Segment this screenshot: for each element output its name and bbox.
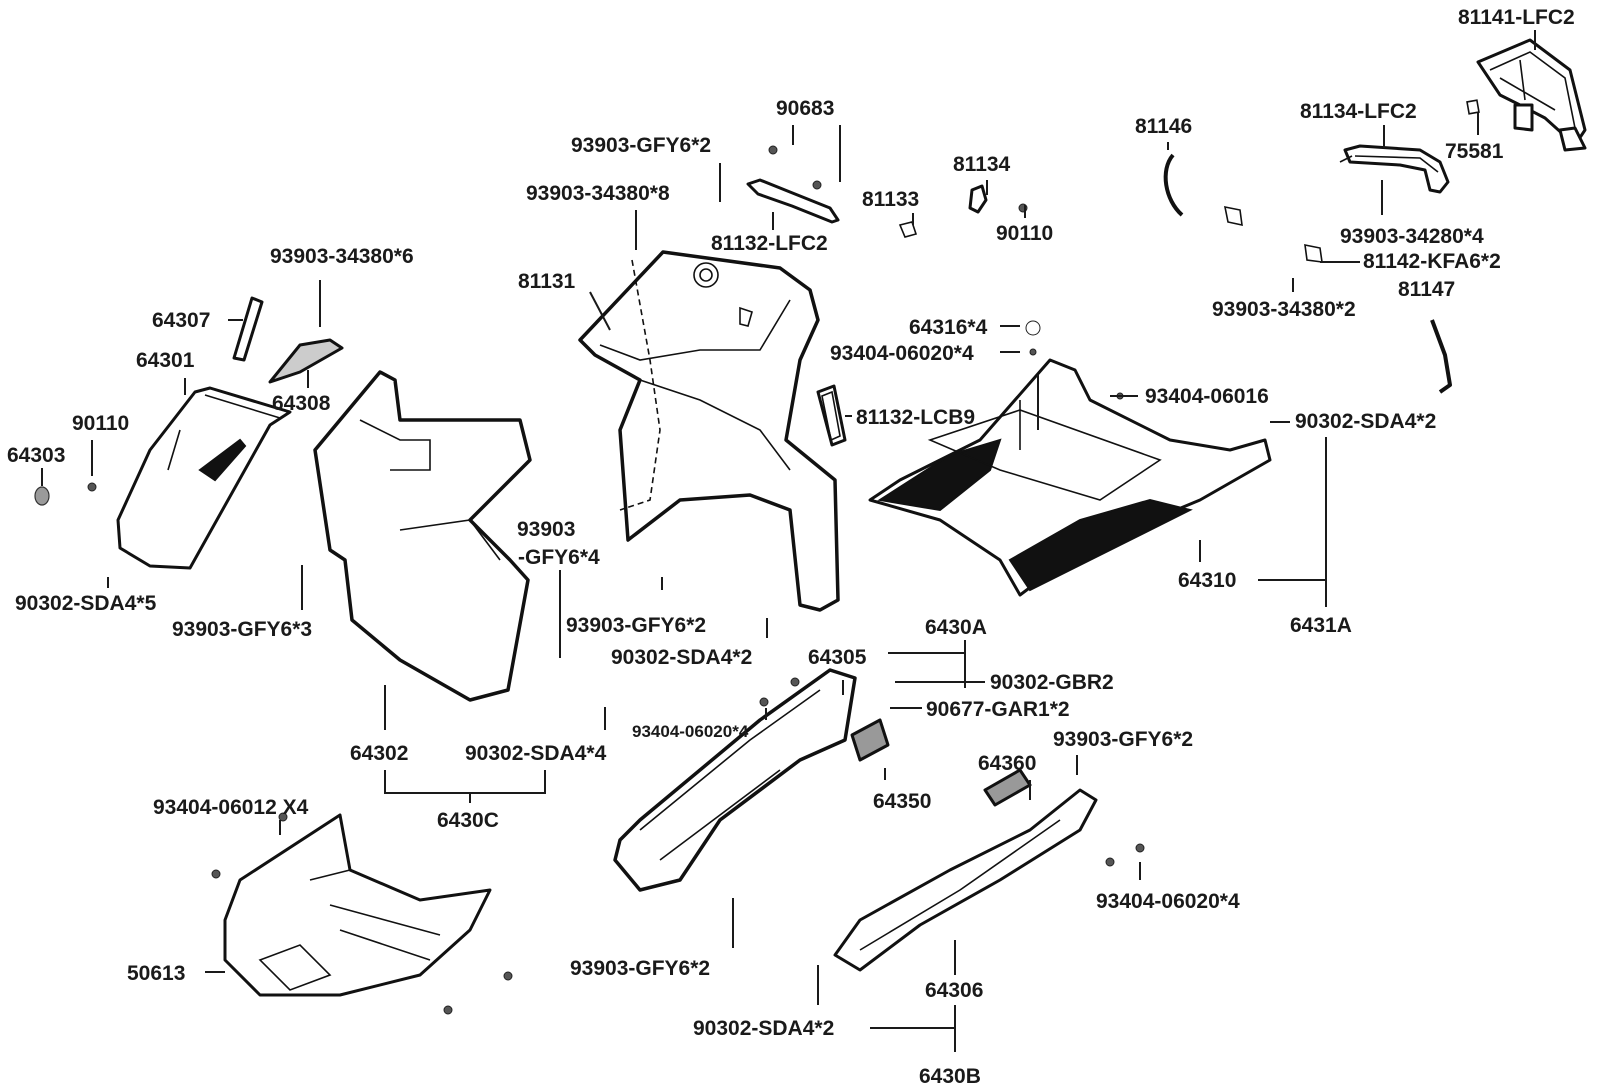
screw-icon: [443, 1005, 453, 1015]
label-93903-gfy6x2-right[interactable]: 93903-GFY6*2: [1053, 728, 1193, 751]
label-81142-kfa6x2[interactable]: 81142-KFA6*2: [1363, 250, 1501, 273]
label-6430b[interactable]: 6430B: [919, 1065, 981, 1088]
label-90302-sda4x4[interactable]: 90302-SDA4*4: [465, 742, 607, 765]
bracket-icon: [1223, 205, 1243, 227]
label-90302-sda4x2-right[interactable]: 90302-SDA4*2: [1295, 410, 1436, 433]
label-90110-top[interactable]: 90110: [996, 222, 1053, 245]
label-64310[interactable]: 64310: [1178, 569, 1236, 592]
screw-icon: [812, 180, 822, 190]
label-93404-06020x4-b[interactable]: 93404-06020*4: [1096, 890, 1240, 913]
label-93404-06020x4-a[interactable]: 93404-06020*4: [830, 342, 974, 365]
label-93903-gfy6x4-line2[interactable]: -GFY6*4: [518, 546, 600, 569]
label-6430c[interactable]: 6430C: [437, 809, 499, 832]
screw-icon: [87, 482, 97, 492]
part-81146-drawing: [1163, 153, 1184, 217]
part-75581-drawing: [1466, 99, 1480, 115]
label-64301[interactable]: 64301: [136, 349, 195, 372]
screw-icon: [1025, 320, 1041, 336]
part-labels: 81141-LFC2 75581 81134-LFC2 81146 93903-…: [7, 6, 1575, 1088]
label-81132-lcb9[interactable]: 81132-LCB9: [856, 406, 975, 429]
label-93404-06016[interactable]: 93404-06016: [1145, 385, 1269, 408]
screw-icon: [1029, 348, 1037, 356]
label-90110-left[interactable]: 90110: [72, 412, 129, 435]
part-64302-drawing: [313, 370, 532, 702]
label-90677-gar1x2[interactable]: 90677-GAR1*2: [926, 698, 1070, 721]
label-81134[interactable]: 81134: [953, 153, 1011, 176]
label-93903-gfy6x2-top[interactable]: 93903-GFY6*2: [571, 134, 711, 157]
screw-icon: [759, 697, 769, 707]
label-6430a[interactable]: 6430A: [925, 616, 987, 639]
leader-lines: [41, 30, 1536, 1052]
part-64307-drawing: [232, 296, 264, 362]
fastener-icons: [87, 145, 1145, 1015]
label-81134-lfc2[interactable]: 81134-LFC2: [1300, 100, 1417, 123]
label-93903-34380x2[interactable]: 93903-34380*2: [1212, 298, 1356, 321]
screw-icon: [768, 145, 778, 155]
part-64308-drawing: [268, 338, 344, 384]
label-64306[interactable]: 64306: [925, 979, 983, 1002]
part-64350-drawing: [850, 718, 890, 762]
part-81131-drawing: [578, 250, 840, 612]
label-81146[interactable]: 81146: [1135, 115, 1192, 138]
label-81141-lfc2[interactable]: 81141-LFC2: [1458, 6, 1575, 29]
label-90683[interactable]: 90683: [776, 97, 834, 120]
part-64303-drawing: [34, 486, 50, 506]
part-64301-drawing: [116, 386, 292, 570]
label-64360[interactable]: 64360: [978, 752, 1036, 775]
part-81133-drawing: [898, 221, 918, 238]
part-81132-lcb9-drawing: [816, 384, 847, 447]
label-64302[interactable]: 64302: [350, 742, 408, 765]
screw-icon: [1105, 857, 1115, 867]
screw-icon: [503, 971, 513, 981]
screw-icon: [278, 812, 288, 822]
label-93903-gfy6x2-mid[interactable]: 93903-GFY6*2: [566, 614, 706, 637]
part-50613-drawing: [223, 813, 492, 997]
label-90302-gbr2[interactable]: 90302-GBR2: [990, 671, 1114, 694]
label-90302-sda4x2-mid[interactable]: 90302-SDA4*2: [611, 646, 752, 669]
part-81147-drawing: [1430, 319, 1452, 394]
label-50613[interactable]: 50613: [127, 962, 185, 985]
label-64350[interactable]: 64350: [873, 790, 931, 813]
label-64307[interactable]: 64307: [152, 309, 210, 332]
part-81141-lfc2-drawing: [1476, 38, 1587, 152]
part-64310-drawing: [868, 358, 1272, 597]
label-90302-sda4x5[interactable]: 90302-SDA4*5: [15, 592, 157, 615]
label-64308[interactable]: 64308: [272, 392, 331, 415]
label-64303[interactable]: 64303: [7, 444, 65, 467]
part-64305-drawing: [613, 668, 857, 892]
label-81147[interactable]: 81147: [1398, 278, 1455, 301]
part-64360-drawing: [983, 768, 1032, 807]
label-64305[interactable]: 64305: [808, 646, 867, 669]
screw-icon: [1135, 843, 1145, 853]
label-93903-34380x8[interactable]: 93903-34380*8: [526, 182, 670, 205]
label-93903-34380x6[interactable]: 93903-34380*6: [270, 245, 414, 268]
label-93903-34280x4[interactable]: 93903-34280*4: [1340, 225, 1484, 248]
bracket-81142-icon: [1304, 243, 1323, 263]
part-81134-drawing: [968, 184, 988, 214]
label-90302-sda4x2-bottom[interactable]: 90302-SDA4*2: [693, 1017, 834, 1040]
label-64316x4[interactable]: 64316*4: [909, 316, 988, 339]
label-93903-gfy6x4-line1[interactable]: 93903: [517, 518, 575, 541]
screw-icon: [790, 677, 800, 687]
label-93903-gfy6x3[interactable]: 93903-GFY6*3: [172, 618, 312, 641]
part-64306-drawing: [833, 788, 1098, 972]
screw-icon: [211, 869, 221, 879]
label-75581[interactable]: 75581: [1445, 140, 1504, 163]
label-93903-gfy6x2-bottom[interactable]: 93903-GFY6*2: [570, 957, 710, 980]
part-81132-lfc2-drawing: [746, 178, 840, 224]
label-81133[interactable]: 81133: [862, 188, 919, 211]
label-6431a[interactable]: 6431A: [1290, 614, 1352, 637]
label-81132-lfc2[interactable]: 81132-LFC2: [711, 232, 828, 255]
label-81131[interactable]: 81131: [518, 270, 576, 293]
part-81134-lfc2-drawing: [1339, 144, 1450, 194]
label-93404-06012x4[interactable]: 93404-06012 X4: [153, 796, 309, 819]
label-93404-06020x4-small[interactable]: 93404-06020*4: [632, 722, 749, 741]
